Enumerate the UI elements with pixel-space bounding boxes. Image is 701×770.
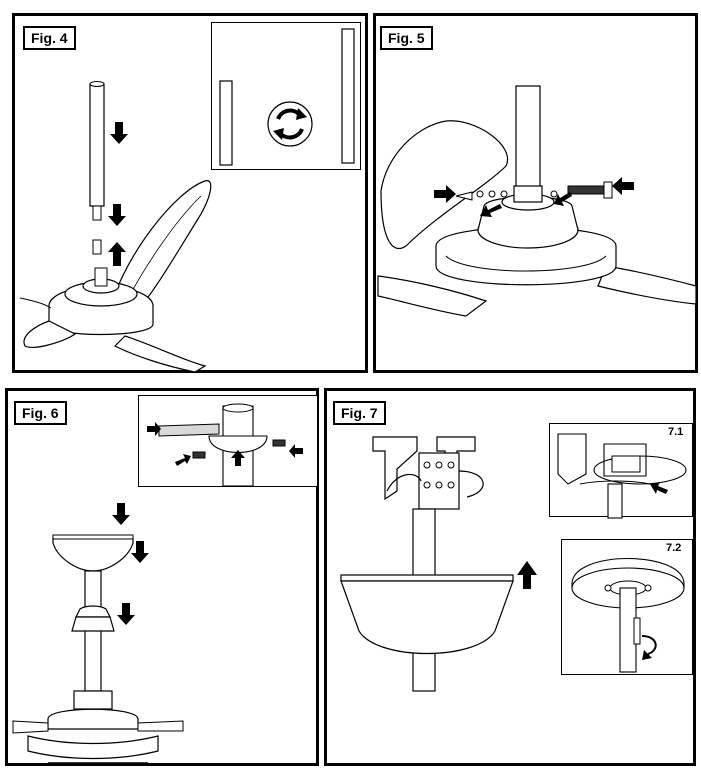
fig4-panel: Fig. 4 — [12, 13, 368, 373]
black-arrow-icon — [131, 541, 149, 563]
fig5-panel: Fig. 5 — [373, 13, 698, 373]
black-arrow-icon — [289, 444, 303, 458]
rotate-arrows-icon — [267, 101, 313, 147]
black-arrow-icon — [108, 242, 126, 266]
fig4-inset-drawing — [219, 28, 355, 166]
black-arrow-icon — [480, 204, 502, 217]
fig4-label: Fig. 4 — [23, 26, 76, 50]
black-arrow-icon — [612, 177, 634, 195]
black-arrow-icon — [147, 422, 161, 436]
fig4-rotate-inset — [211, 22, 361, 170]
fig7-1-inset: 7.1 — [549, 423, 693, 519]
fig6-inset-drawing — [158, 403, 286, 487]
fig7-1-label: 7.1 — [668, 426, 684, 438]
fig4-fan-assembly-drawing — [19, 81, 212, 373]
fig7-1-drawing — [557, 433, 687, 519]
rotate-arrow-icon — [641, 635, 657, 660]
black-arrow-icon — [110, 122, 128, 144]
black-arrow-icon — [434, 185, 456, 203]
fig7-2-label: 7.2 — [666, 542, 682, 554]
black-arrow-icon — [231, 450, 245, 466]
black-arrow-icon — [117, 603, 135, 625]
black-arrow-icon — [517, 561, 537, 589]
fig7-2-inset: 7.2 — [561, 539, 693, 675]
fig7-panel: Fig. 7 7.1 7.2 — [324, 388, 696, 766]
black-arrow-icon — [650, 482, 668, 494]
fig7-canopy-wiring-drawing — [340, 436, 514, 692]
black-arrow-icon — [108, 204, 126, 226]
fig7-2-drawing — [571, 557, 685, 673]
fig6-panel: Fig. 6 — [5, 388, 319, 766]
fig6-label: Fig. 6 — [14, 401, 67, 425]
fig6-canopy-assembly-drawing — [12, 534, 184, 764]
fig7-label: Fig. 7 — [333, 401, 386, 425]
black-arrow-icon — [554, 192, 572, 206]
fig5-mounting-drawing — [377, 85, 697, 317]
fig5-label: Fig. 5 — [380, 26, 433, 50]
black-arrow-icon — [112, 503, 130, 525]
fig6-detail-inset — [138, 395, 318, 487]
black-arrow-icon — [175, 454, 191, 466]
